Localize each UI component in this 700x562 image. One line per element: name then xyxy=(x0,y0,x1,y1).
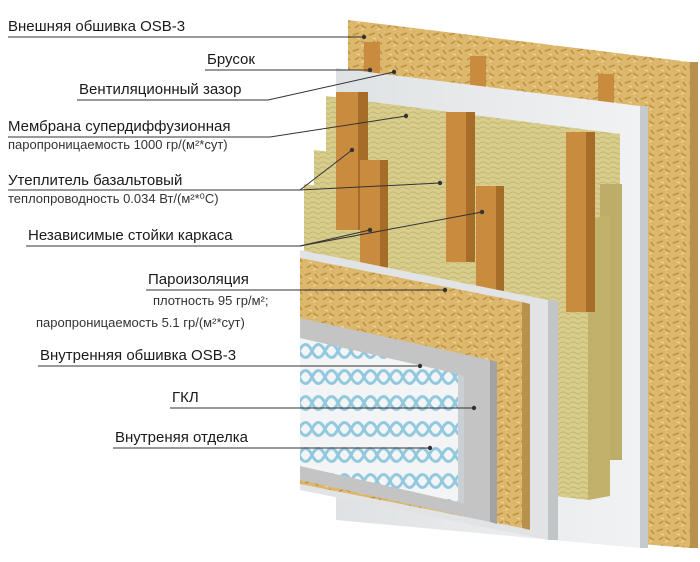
interior-finish-panel xyxy=(300,338,464,504)
label-insulation-note: теплопроводность 0.034 Вт/(м²*⁰С) xyxy=(8,191,219,206)
label-membrane-note: паропроницаемость 1000 гр/(м²*сут) xyxy=(8,137,228,152)
label-finish: Внутреняя отделка xyxy=(115,429,249,446)
label-membrane: Мембрана супердиффузионная xyxy=(8,118,230,135)
label-vapor-note-2: паропроницаемость 5.1 гр/(м²*сут) xyxy=(36,315,245,330)
labels: Внешняя обшивка OSB-3 Брусок Вентиляцион… xyxy=(8,18,485,451)
label-studs: Независимые стойки каркаса xyxy=(28,227,233,244)
label-osb-inner: Внутренняя обшивка OSB-3 xyxy=(40,347,236,364)
label-vapor-note-1: плотность 95 гр/м²; xyxy=(153,293,268,308)
label-vent-gap: Вентиляционный зазор xyxy=(79,81,241,98)
leader-vent-gap xyxy=(77,71,395,101)
label-vapor-barrier: Пароизоляция xyxy=(148,271,249,288)
label-osb-outer: Внешняя обшивка OSB-3 xyxy=(8,18,185,35)
label-batten: Брусок xyxy=(207,51,255,68)
label-gkl: ГКЛ xyxy=(172,389,199,406)
leader-membrane xyxy=(8,115,407,138)
label-insulation: Утеплитель базальтовый xyxy=(8,172,182,189)
